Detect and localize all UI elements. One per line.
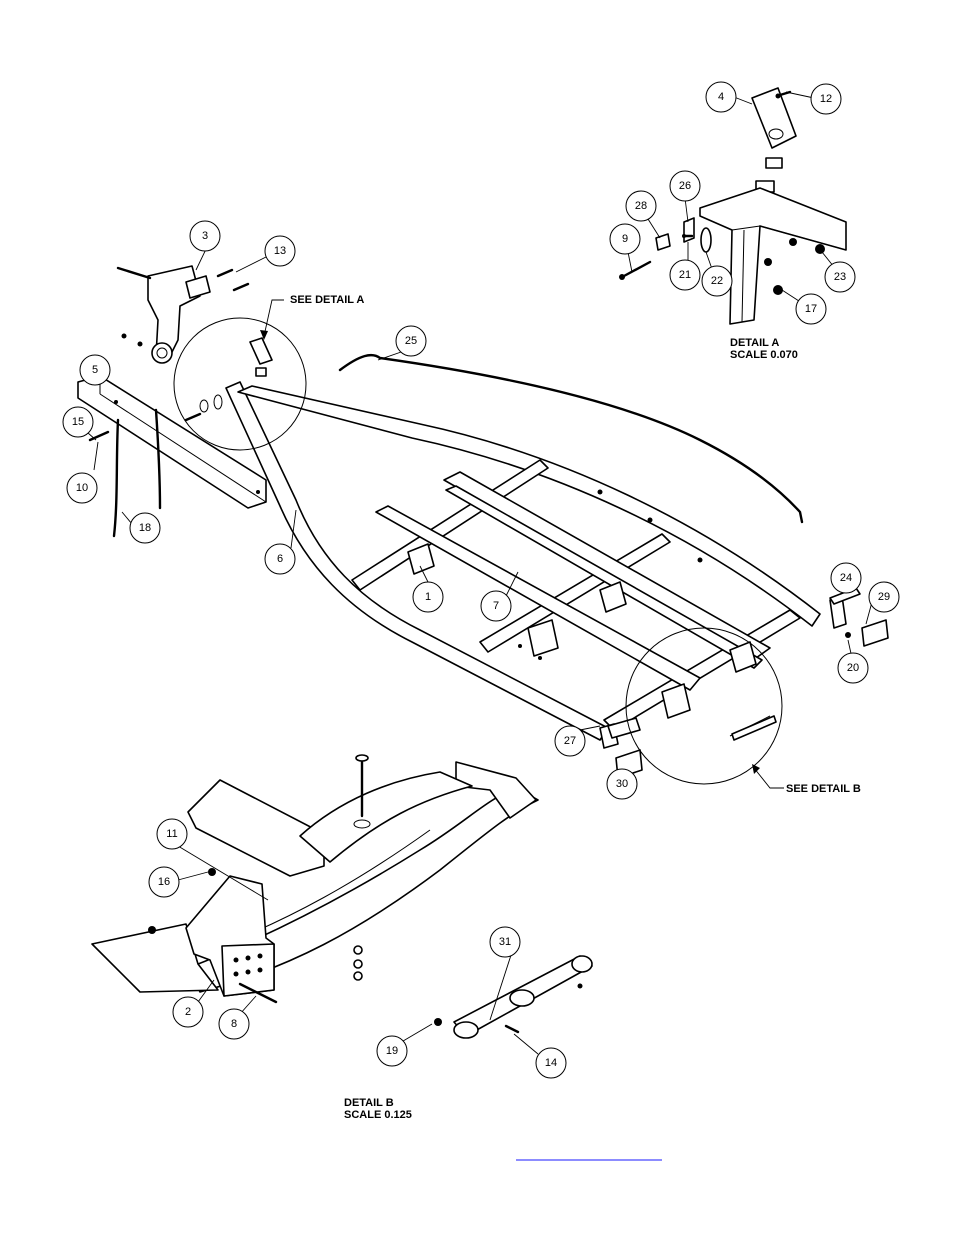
see-detail-b-note[interactable]: SEE DETAIL B bbox=[786, 783, 861, 795]
balloon-31[interactable]: 31 bbox=[489, 926, 521, 958]
balloon-9-label: 9 bbox=[622, 233, 628, 245]
detail-a-title: DETAIL A bbox=[730, 337, 779, 349]
balloon-7[interactable]: 7 bbox=[480, 590, 512, 622]
balloon-7-label: 7 bbox=[493, 600, 499, 612]
balloon-14-label: 14 bbox=[545, 1057, 557, 1069]
notes: SEE DETAIL A SEE DETAIL B DETAIL A SCALE… bbox=[290, 294, 861, 1121]
detail-a-drawing bbox=[619, 87, 847, 325]
balloon-3-label: 3 bbox=[202, 230, 208, 242]
detail-b-scale: SCALE 0.125 bbox=[344, 1109, 412, 1121]
balloon-18[interactable]: 18 bbox=[129, 512, 161, 544]
balloon-11[interactable]: 11 bbox=[156, 818, 188, 850]
balloon-13-label: 13 bbox=[274, 245, 286, 257]
balloon-20-label: 20 bbox=[847, 662, 859, 674]
balloon-29[interactable]: 29 bbox=[868, 581, 900, 613]
balloon-9[interactable]: 9 bbox=[609, 223, 641, 255]
balloon-26-label: 26 bbox=[679, 180, 691, 192]
balloon-4-label: 4 bbox=[718, 91, 724, 103]
balloon-11-label: 11 bbox=[166, 828, 177, 840]
see-detail-a-note[interactable]: SEE DETAIL A bbox=[290, 294, 364, 306]
balloon-15[interactable]: 15 bbox=[62, 406, 94, 438]
balloon-4[interactable]: 4 bbox=[705, 81, 737, 113]
trailer-frame-drawing bbox=[77, 265, 889, 785]
balloon-20[interactable]: 20 bbox=[837, 652, 869, 684]
balloon-8[interactable]: 8 bbox=[218, 1008, 250, 1040]
detail-b-title: DETAIL B bbox=[344, 1097, 394, 1109]
balloon-10[interactable]: 10 bbox=[66, 472, 98, 504]
balloon-24-label: 24 bbox=[840, 572, 852, 584]
balloon-10-label: 10 bbox=[76, 482, 88, 494]
balloon-22-label: 22 bbox=[711, 275, 723, 287]
balloon-24[interactable]: 24 bbox=[830, 562, 862, 594]
balloon-1[interactable]: 1 bbox=[412, 581, 444, 613]
balloon-19-label: 19 bbox=[386, 1045, 398, 1057]
balloon-27[interactable]: 27 bbox=[554, 725, 586, 757]
balloon-6-label: 6 bbox=[277, 553, 283, 565]
balloon-21[interactable]: 21 bbox=[669, 259, 701, 291]
balloon-3[interactable]: 3 bbox=[189, 220, 221, 252]
detail-a-scale: SCALE 0.070 bbox=[730, 349, 798, 361]
balloon-30[interactable]: 30 bbox=[606, 768, 638, 800]
balloon-29-label: 29 bbox=[878, 591, 890, 603]
balloon-5-label: 5 bbox=[92, 364, 98, 376]
balloon-21-label: 21 bbox=[679, 269, 691, 281]
balloon-25-label: 25 bbox=[405, 335, 417, 347]
balloons: 4 12 26 28 9 21 22 23 17 3 13 25 5 15 10… bbox=[62, 81, 900, 1079]
balloon-5[interactable]: 5 bbox=[79, 354, 111, 386]
balloon-2[interactable]: 2 bbox=[172, 996, 204, 1028]
balloon-17[interactable]: 17 bbox=[795, 293, 827, 325]
leader-lines bbox=[87, 91, 873, 1055]
balloon-17-label: 17 bbox=[805, 303, 817, 315]
balloon-25[interactable]: 25 bbox=[395, 325, 427, 357]
balloon-22[interactable]: 22 bbox=[701, 265, 733, 297]
detail-b-drawing bbox=[91, 754, 593, 1039]
balloon-12[interactable]: 12 bbox=[810, 83, 842, 115]
balloon-8-label: 8 bbox=[231, 1018, 237, 1030]
balloon-6[interactable]: 6 bbox=[264, 543, 296, 575]
balloon-13[interactable]: 13 bbox=[264, 235, 296, 267]
balloon-16-label: 16 bbox=[158, 876, 170, 888]
balloon-30-label: 30 bbox=[616, 778, 628, 790]
balloon-23-label: 23 bbox=[834, 271, 846, 283]
balloon-19[interactable]: 19 bbox=[376, 1035, 408, 1067]
balloon-28[interactable]: 28 bbox=[625, 190, 657, 222]
balloon-1-label: 1 bbox=[425, 591, 431, 603]
balloon-28-label: 28 bbox=[635, 200, 647, 212]
balloon-12-label: 12 bbox=[820, 93, 832, 105]
balloon-18-label: 18 bbox=[139, 522, 151, 534]
balloon-16[interactable]: 16 bbox=[148, 866, 180, 898]
balloon-2-label: 2 bbox=[185, 1006, 191, 1018]
balloon-31-label: 31 bbox=[499, 936, 511, 948]
balloon-23[interactable]: 23 bbox=[824, 261, 856, 293]
balloon-26[interactable]: 26 bbox=[669, 170, 701, 202]
balloon-27-label: 27 bbox=[564, 735, 576, 747]
balloon-14[interactable]: 14 bbox=[535, 1047, 567, 1079]
balloon-15-label: 15 bbox=[72, 416, 84, 428]
